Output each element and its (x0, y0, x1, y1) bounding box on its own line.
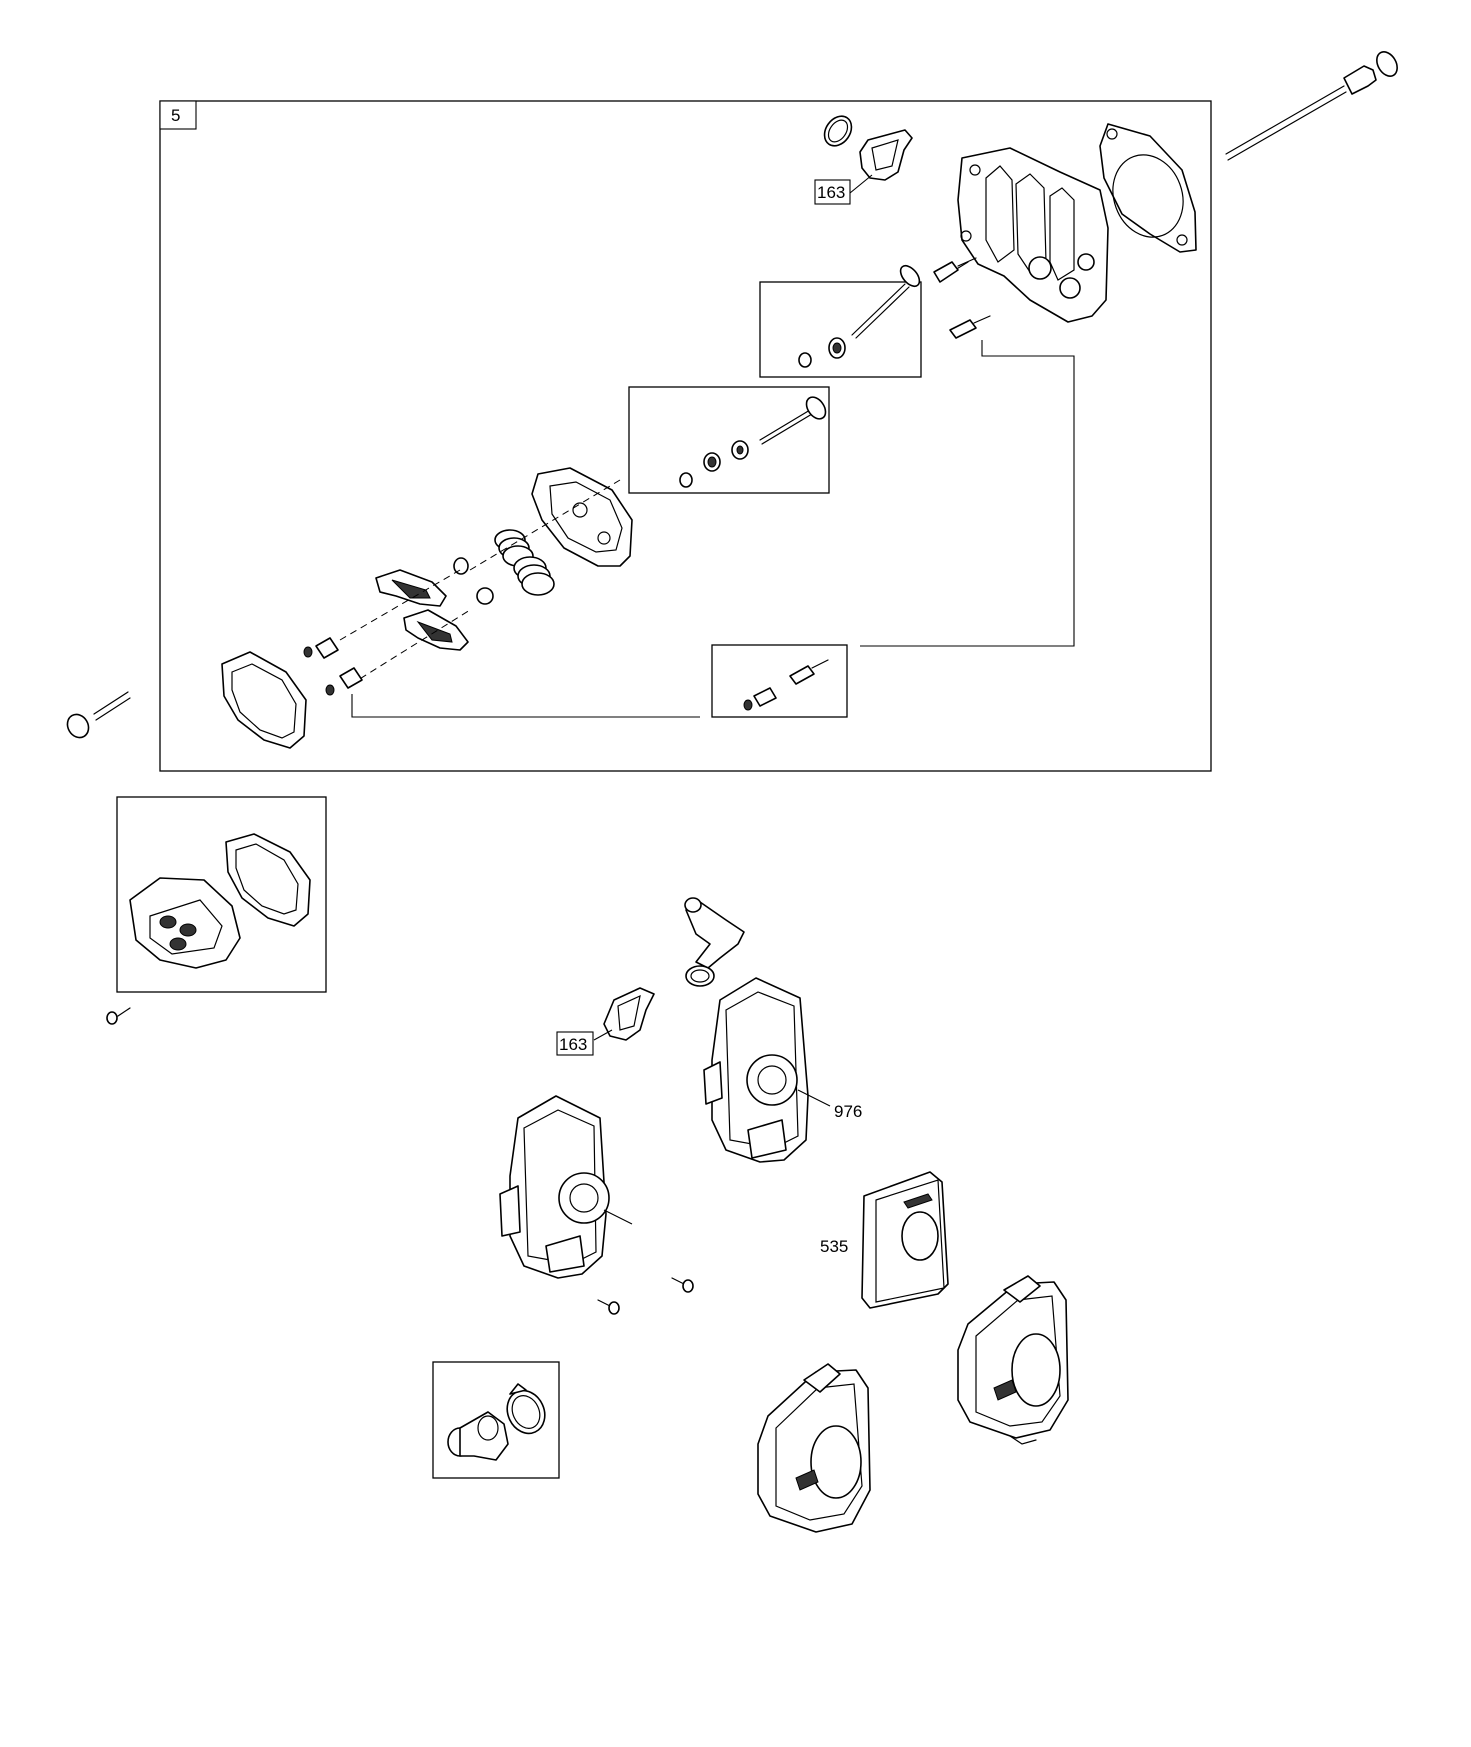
rocker-stud-kit-frame (711, 644, 848, 718)
intake-gasket-top[interactable] (859, 129, 913, 181)
air-filter-callout: 535 (820, 1237, 848, 1256)
exhaust-valve-kit-frame (759, 281, 922, 378)
air-filter-cover-left[interactable] (757, 1363, 871, 1533)
valve-cover-screw[interactable] (106, 1007, 131, 1025)
valve-keeper-2[interactable] (679, 472, 693, 488)
rocker-stud-left-2[interactable] (325, 667, 363, 696)
cylinder-head-assembly-frame (159, 100, 1212, 772)
breather-tube[interactable] (684, 897, 745, 987)
head-bolt-long[interactable] (1225, 48, 1401, 161)
gasket-top-callout-box (814, 179, 851, 205)
air-horn-kit-frame (432, 1361, 560, 1479)
valve-cover[interactable] (129, 877, 241, 969)
air-horn[interactable] (447, 1411, 509, 1461)
rocker-plate[interactable] (531, 467, 633, 567)
rocker-arm-upper[interactable] (375, 569, 447, 607)
assembly-number-label: 5 (171, 106, 180, 125)
cylinder-head[interactable] (954, 147, 1109, 323)
valve-cover-gasket[interactable] (221, 651, 307, 749)
intake-valve[interactable] (759, 394, 829, 445)
gasket-bottom-callout: 163 (559, 1035, 587, 1054)
base-screw-1[interactable] (671, 1277, 694, 1293)
air-filter-cover-right[interactable] (957, 1275, 1069, 1445)
push-rod-guide[interactable] (949, 315, 991, 339)
rocker-stud-kit-stud[interactable] (789, 659, 829, 685)
spring-cap-lower[interactable] (476, 587, 494, 605)
gasket-top-callout: 163 (817, 183, 845, 202)
spring-cap-upper[interactable] (453, 557, 469, 575)
rocker-stud-left-1[interactable] (303, 637, 339, 659)
valve-spring-lower[interactable] (513, 556, 555, 596)
exhaust-valve[interactable] (851, 262, 923, 339)
assembly-number-box (159, 100, 197, 130)
head-gasket[interactable] (1099, 123, 1197, 253)
rocker-arm-lower[interactable] (403, 609, 469, 651)
rocker-stud-upper[interactable] (933, 257, 977, 283)
hose-clamp[interactable] (500, 1383, 551, 1440)
valve-cover-kit-frame (116, 796, 327, 993)
valve-cover-gasket-inset[interactable] (225, 833, 311, 927)
carb-body-callout: 976 (834, 1102, 862, 1121)
intake-gasket-bottom[interactable] (603, 987, 655, 1041)
gasket-bottom-callout-box (556, 1031, 594, 1056)
rocker-stud-kit-nut[interactable] (743, 687, 777, 711)
air-filter-element[interactable] (861, 1171, 949, 1309)
intake-valve-kit-frame (628, 386, 830, 494)
o-ring[interactable] (819, 111, 857, 151)
air-filter-base-lower[interactable] (499, 1095, 610, 1279)
valve-keeper-1[interactable] (798, 352, 812, 368)
base-screw-2[interactable] (597, 1299, 620, 1315)
air-filter-base-upper[interactable] (703, 977, 809, 1163)
head-bolt-short[interactable] (63, 691, 131, 741)
